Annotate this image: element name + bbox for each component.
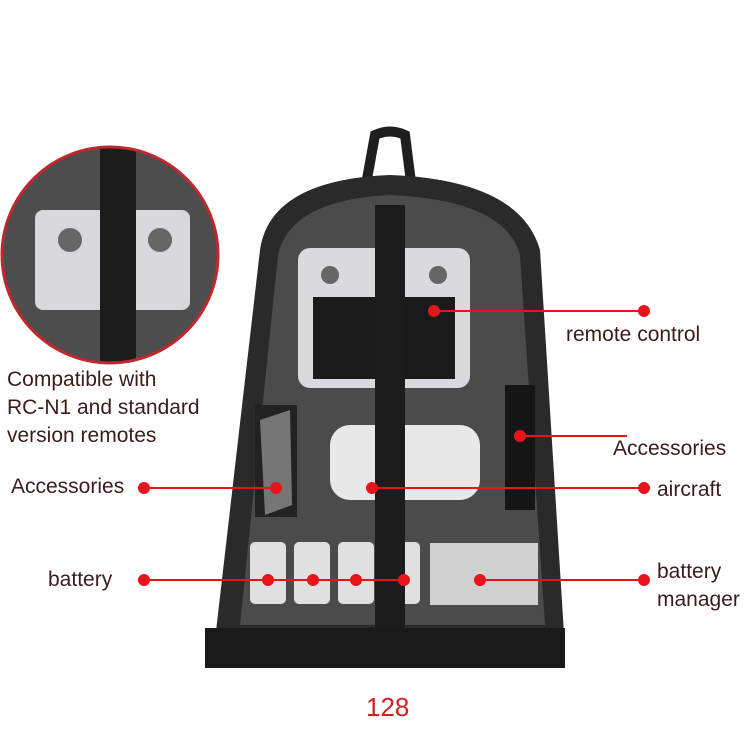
label-accessories-left: Accessories <box>11 475 125 498</box>
label-battery-manager-1: battery <box>657 560 722 583</box>
battery-charging-hub <box>430 543 538 605</box>
bag-handle <box>360 126 417 191</box>
label-remote-control: remote control <box>566 323 701 346</box>
callout-lines <box>138 305 650 586</box>
label-battery: battery <box>48 568 113 591</box>
center-strap <box>205 205 565 668</box>
accessory-slot-left <box>255 405 297 517</box>
label-accessories-right: Accessories <box>613 437 727 460</box>
label-compatible-3: version remotes <box>7 424 157 447</box>
label-compatible-1: Compatible with <box>7 368 157 391</box>
page-number: 128 <box>366 692 410 722</box>
label-compatible-2: RC-N1 and standard <box>7 396 200 419</box>
accessory-slot-right <box>505 385 535 510</box>
label-aircraft: aircraft <box>657 478 722 501</box>
detail-zoom-circle <box>2 147 218 363</box>
label-battery-manager-2: manager <box>657 588 740 611</box>
detail-zoom-ring <box>0 145 220 365</box>
